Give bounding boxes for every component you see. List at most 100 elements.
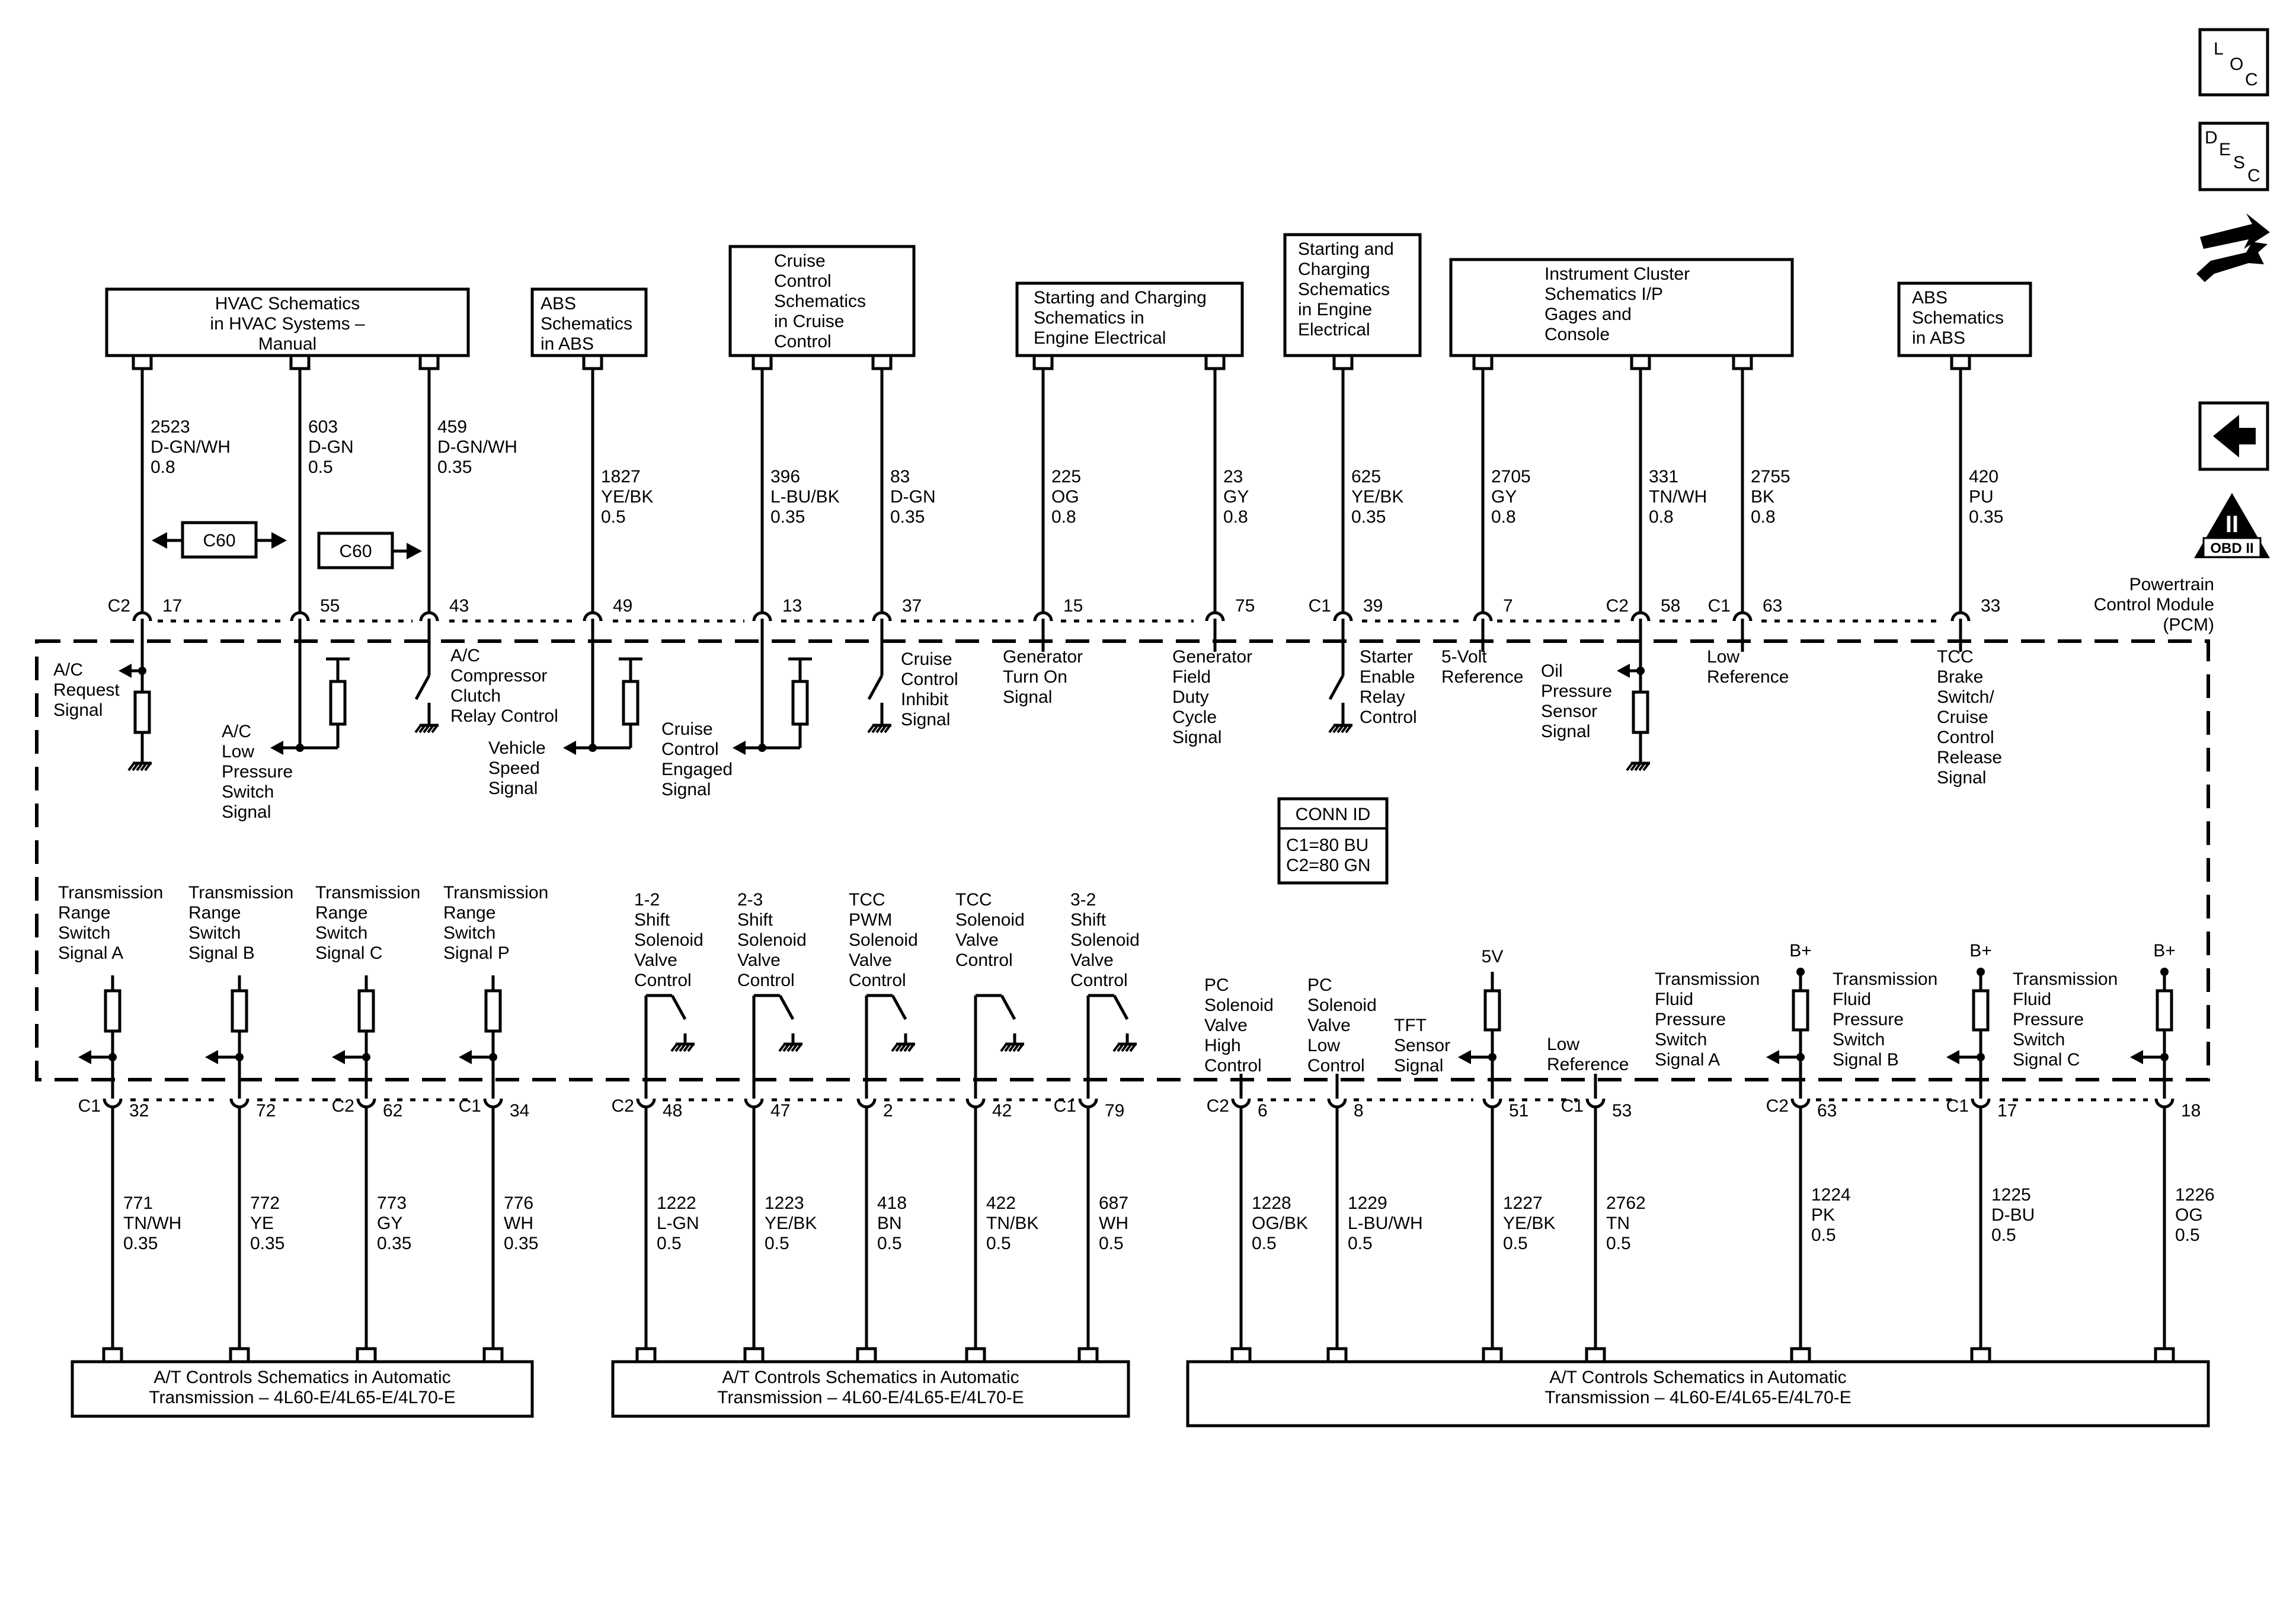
- connector-label-63: C1: [1708, 596, 1731, 616]
- wire-label-420-line-1: 420: [1969, 467, 1998, 486]
- module-name-line-3: (PCM): [2163, 615, 2214, 635]
- obd-ii-icon[interactable]: II OBD II: [2194, 493, 2270, 558]
- signal-label-32-line-3: Switch: [58, 923, 110, 943]
- wire-label-772-line-3: 0.35: [250, 1234, 284, 1253]
- desc-letter-d: D: [2205, 128, 2218, 148]
- wire-label-1229-line-3: 0.5: [1348, 1234, 1373, 1253]
- circuit-pin-72-bottom: 772YE0.3572TransmissionRangeSwitchSignal…: [188, 883, 293, 1362]
- wire-label-420-line-3: 0.35: [1969, 507, 2003, 527]
- reference-box-at-controls-2[interactable]: A/T Controls Schematics in AutomaticTran…: [611, 1360, 1130, 1418]
- wire-label-2705-line-2: GY: [1491, 487, 1517, 507]
- signal-label-58-line-1: Oil: [1541, 661, 1563, 681]
- left-arrow-icon[interactable]: [2198, 401, 2269, 471]
- reference-abs-2-text-line-2: Schematics: [1912, 308, 2004, 328]
- wire-label-773-line-3: 0.35: [377, 1234, 411, 1253]
- wire-label-1223-line-2: YE/BK: [765, 1214, 817, 1233]
- ground-17: [127, 753, 152, 772]
- wire-stub-72: [229, 1347, 250, 1362]
- wire-stub-39: [1332, 356, 1354, 370]
- wire-label-776-line-3: 0.35: [504, 1234, 538, 1253]
- pin-number-6: 6: [1258, 1101, 1268, 1121]
- wire-stub-18: [2154, 1347, 2175, 1362]
- signal-label-17-line-2: Fluid: [1833, 990, 1871, 1009]
- connector-label-39: C1: [1309, 596, 1331, 616]
- signal-label-8-line-1: PC: [1307, 975, 1332, 995]
- signal-label-13-line-3: Engaged: [661, 760, 733, 779]
- wire-label-418-line-2: BN: [877, 1214, 902, 1233]
- wrench-and-arrows-icon[interactable]: [2196, 213, 2270, 282]
- c60-reference-right[interactable]: C60: [317, 532, 422, 569]
- obd-ii-label: OBD II: [2210, 540, 2253, 556]
- wire-label-418-line-1: 418: [877, 1193, 907, 1213]
- pin-number-47: 47: [770, 1101, 790, 1121]
- reference-instrument-cluster-text-line-4: Console: [1544, 325, 1610, 344]
- wire-stub-49: [582, 356, 603, 370]
- reference-box-at-controls-3[interactable]: A/T Controls Schematics in AutomaticTran…: [1186, 1360, 2210, 1427]
- signal-label-51-line-3: Signal: [1394, 1056, 1443, 1076]
- signal-arrow-13: [733, 741, 746, 755]
- signal-label-2-line-4: Valve: [849, 950, 892, 970]
- desc-letter-c: C: [2247, 166, 2260, 185]
- wire-stub-17: [132, 356, 153, 370]
- module-name: Powertrain Control Module (PCM): [2094, 575, 2214, 635]
- circuit-pin-47-bottom: 1223YE/BK0.5472-3ShiftSolenoidValveContr…: [737, 890, 817, 1362]
- signal-label-48-line-3: Solenoid: [634, 930, 703, 950]
- signal-arrow-34: [459, 1050, 472, 1064]
- pin-number-53: 53: [1612, 1101, 1632, 1121]
- wire-stub-53: [1585, 1347, 1606, 1362]
- circuit-pin-33-top: 420PU0.3533TCCBrakeSwitch/CruiseControlR…: [1937, 356, 2003, 788]
- switch-37: [867, 674, 884, 700]
- signal-label-79-line-4: Valve: [1070, 950, 1114, 970]
- wire-label-776-line-1: 776: [504, 1193, 533, 1213]
- wire-label-1226-line-2: OG: [2175, 1205, 2203, 1225]
- c60-reference-both-ways[interactable]: C60: [152, 521, 287, 559]
- signal-label-2-line-3: Solenoid: [849, 930, 918, 950]
- pin-63: [1790, 1098, 1811, 1109]
- wire-label-1827-line-1: 1827: [601, 467, 641, 486]
- signal-label-15-line-1: Generator: [1003, 647, 1083, 667]
- resistor-49: [622, 680, 639, 726]
- pin-51: [1482, 1098, 1502, 1109]
- signal-label-6-line-4: High: [1204, 1036, 1241, 1055]
- wire-stub-47: [743, 1347, 765, 1362]
- wire-label-2762-line-2: TN: [1606, 1214, 1630, 1233]
- pin-18: [2154, 1098, 2175, 1109]
- signal-label-39-line-1: Starter: [1360, 647, 1413, 667]
- signal-label-43-line-4: Relay Control: [450, 706, 558, 726]
- signal-label-32-line-4: Signal A: [58, 943, 123, 963]
- wire-stub-7: [1472, 356, 1494, 370]
- pin-58: [1630, 611, 1651, 622]
- wire-stub-51: [1482, 1347, 1503, 1362]
- pin-number-55: 55: [320, 596, 340, 616]
- signal-arrow-51: [1458, 1050, 1471, 1064]
- wire-label-1226-line-3: 0.5: [2175, 1225, 2200, 1245]
- supply-dot-18: [2160, 968, 2169, 976]
- reference-at-controls-3-text-line-1: A/T Controls Schematics in Automatic: [1549, 1368, 1846, 1387]
- wire-label-771-line-3: 0.35: [123, 1234, 158, 1253]
- reference-abs-1-text-line-2: Schematics: [541, 314, 632, 334]
- wire-label-1226-line-1: 1226: [2175, 1185, 2215, 1205]
- loc-icon[interactable]: L O C: [2198, 28, 2269, 97]
- signal-label-18-line-1: Transmission: [2013, 969, 2118, 989]
- pin-number-34: 34: [510, 1101, 529, 1121]
- desc-icon[interactable]: D E S C: [2198, 121, 2269, 191]
- reference-at-controls-3-text-line-2: Transmission – 4L60-E/4L65-E/4L70-E: [1544, 1388, 1851, 1407]
- signal-label-2-line-5: Control: [849, 971, 906, 990]
- switch-79: [1112, 994, 1129, 1020]
- pin-32: [103, 1098, 123, 1109]
- reference-box-at-controls-1[interactable]: A/T Controls Schematics in AutomaticTran…: [71, 1360, 534, 1418]
- wire-label-1223-line-1: 1223: [765, 1193, 804, 1213]
